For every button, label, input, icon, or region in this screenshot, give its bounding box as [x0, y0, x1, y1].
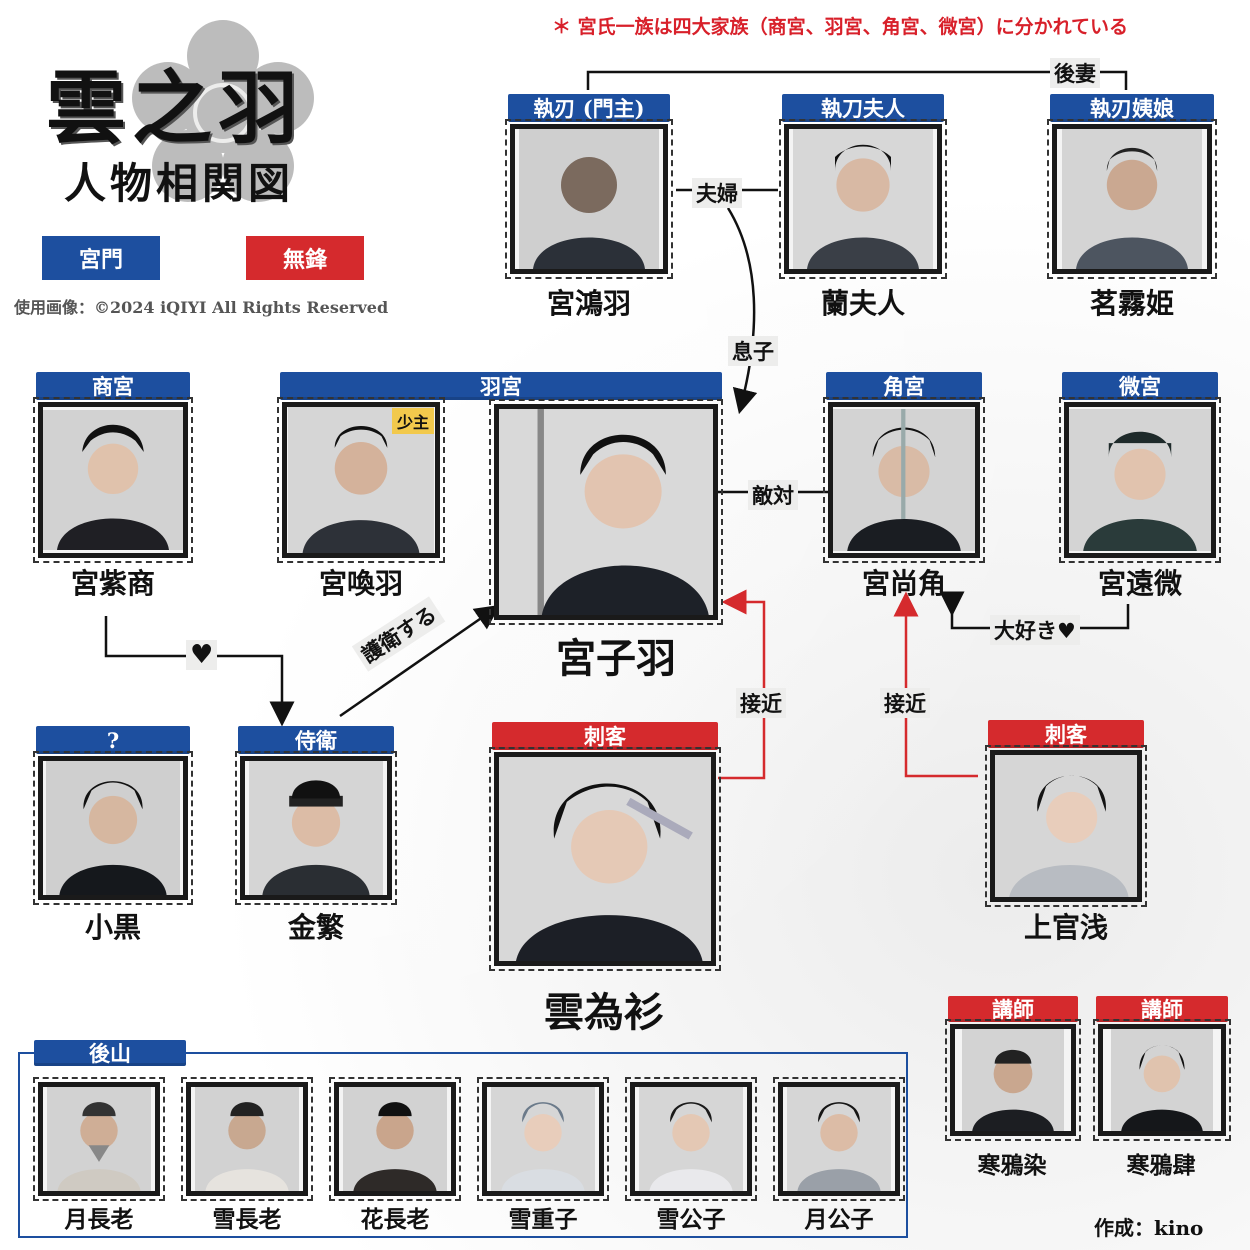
name-yunweishan: 雲為衫: [544, 989, 664, 1036]
name-hua-elder: 花長老: [360, 1206, 430, 1233]
person-silhouette-icon: [343, 1087, 447, 1191]
portrait-yue-elder: [33, 1077, 165, 1201]
name-xuechongzi: 雪重子: [508, 1206, 578, 1233]
name-xuegongzi: 雪公子: [656, 1206, 726, 1233]
group-label-houshan: 後山: [34, 1040, 186, 1066]
person-silhouette-icon: [195, 1087, 299, 1191]
portrait-shangguan: [985, 745, 1147, 907]
name-hanyasi: 寒鴉肆: [1126, 1152, 1196, 1179]
name-xiaohei: 小黒: [84, 911, 142, 944]
name-shangguan: 上官浅: [1023, 911, 1109, 944]
name-honghu: 宮鴻羽: [546, 287, 632, 320]
relation-jiejin-2: 接近: [880, 688, 930, 718]
portrait-xuegongzi: [625, 1077, 757, 1201]
relation-fufu: 夫婦: [692, 178, 742, 208]
name-huanyu: 宮喚羽: [318, 567, 404, 600]
portrait-yuegongzi: [773, 1077, 905, 1201]
name-jinfan: 金繁: [287, 911, 345, 944]
portrait-hua-elder: [329, 1077, 461, 1201]
name-shangjiao: 宮尚角: [861, 567, 947, 600]
portrait-jinfan: [235, 751, 397, 905]
badge-shaozhu: 少主: [392, 408, 435, 434]
group-label-teacher-1: 講師: [948, 996, 1078, 1022]
portrait-honghu: [505, 119, 673, 279]
person-silhouette-icon: [47, 1087, 151, 1191]
portrait-mingwu: [1047, 119, 1217, 279]
portrait-yuanwei: [1059, 397, 1221, 563]
person-silhouette-icon: [519, 129, 659, 269]
relation-xizi: 息子: [728, 336, 778, 366]
relation-daisuki: 大好き♥: [990, 615, 1080, 645]
person-silhouette-icon: [46, 761, 180, 895]
person-silhouette-icon: [1111, 1029, 1213, 1131]
group-label-shang: 商宮: [36, 372, 190, 400]
person-silhouette-icon: [249, 761, 383, 895]
person-silhouette-icon: [491, 1087, 595, 1191]
group-label-furen: 執刀夫人: [782, 94, 944, 122]
copyright-text: 使用画像：©2024 iQIYI All Rights Reserved: [14, 298, 389, 317]
group-label-yu: 羽宮: [280, 372, 722, 400]
person-silhouette-icon: [962, 1029, 1064, 1131]
portrait-zishang: [33, 397, 193, 563]
person-silhouette-icon: [793, 129, 933, 269]
person-silhouette-icon: [639, 1087, 743, 1191]
relation-goei: 護衛する: [351, 596, 446, 672]
portrait-yunweishan: [489, 747, 721, 971]
name-hanyaran: 寒鴉染: [977, 1152, 1047, 1179]
person-silhouette-icon: [1062, 129, 1202, 269]
portrait-shangjiao: [823, 397, 985, 563]
group-label-teacher-2: 講師: [1096, 996, 1228, 1022]
crest-icon: [132, 20, 314, 202]
person-silhouette-icon: [833, 409, 975, 551]
portrait-hanyasi: [1093, 1019, 1231, 1141]
name-mingwu: 茗霧姫: [1089, 287, 1175, 320]
houshan-group-box: [18, 1052, 908, 1238]
portrait-xuechongzi: [477, 1077, 609, 1201]
person-silhouette-icon: [995, 755, 1137, 897]
relation-teki: 敵対: [748, 480, 798, 510]
relation-houqi: 後妻: [1050, 58, 1100, 88]
group-label-assassin-1: 刺客: [492, 722, 718, 750]
group-label-yiniang: 執刃姨娘: [1050, 94, 1214, 122]
relation-jiejin-1: 接近: [736, 688, 786, 718]
group-label-unknown: ?: [36, 726, 190, 754]
relation-heart: ♥: [186, 640, 218, 670]
person-silhouette-icon: [499, 757, 711, 961]
person-silhouette-icon: [499, 409, 713, 615]
credit-text: 作成：kino: [1094, 1216, 1204, 1240]
portrait-ziyu: [489, 399, 723, 625]
portrait-lan: [779, 119, 947, 279]
portrait-xue-elder: [181, 1077, 313, 1201]
person-silhouette-icon: [787, 1087, 891, 1191]
legend-blue: 宮門: [42, 236, 160, 280]
name-yuanwei: 宮遠微: [1097, 567, 1183, 600]
group-label-wei: 微宮: [1062, 372, 1218, 400]
portrait-xiaohei: [33, 751, 193, 905]
legend-red: 無鋒: [246, 236, 364, 280]
name-yuegongzi: 月公子: [804, 1206, 874, 1233]
name-zishang: 宮紫商: [70, 567, 156, 600]
person-silhouette-icon: [43, 410, 183, 550]
group-label-zhiren: 執刃 (門主): [508, 94, 670, 122]
name-ziyu: 宮子羽: [556, 635, 676, 682]
portrait-hanyaran: [945, 1019, 1081, 1141]
name-xue-elder: 雪長老: [212, 1206, 282, 1233]
group-label-assassin-2: 刺客: [988, 720, 1144, 748]
group-label-jiao: 角宮: [826, 372, 982, 400]
top-note: ＊ 宮氏一族は四大家族（商宮、羽宮、角宮、微宮）に分かれている: [552, 16, 1129, 38]
title-main: 雲之羽: [46, 61, 304, 155]
name-lan: 蘭夫人: [820, 287, 906, 320]
person-silhouette-icon: [1069, 409, 1211, 551]
name-yue-elder: 月長老: [64, 1206, 134, 1233]
title-sub: 人物相関図: [64, 159, 295, 208]
group-label-guard: 侍衛: [238, 726, 394, 754]
